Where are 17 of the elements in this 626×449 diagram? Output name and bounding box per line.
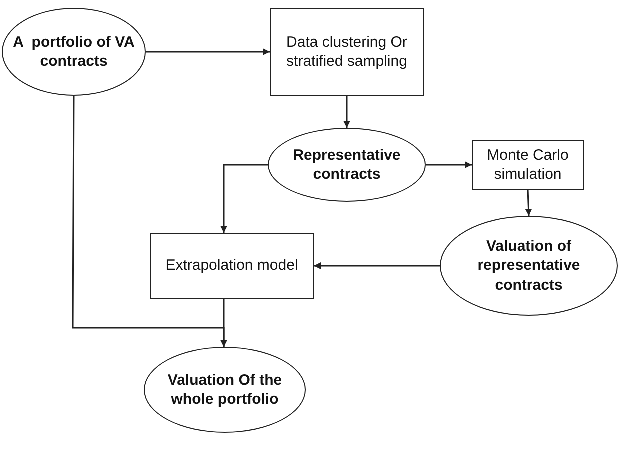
arrow <box>220 299 228 347</box>
node-label: Representative contracts <box>292 146 402 184</box>
arrow <box>525 190 532 216</box>
arrow <box>344 96 350 128</box>
arrow <box>314 262 440 270</box>
process-box <box>150 233 314 299</box>
node-label: Data clustering Or stratified sampling <box>286 32 408 72</box>
process-box <box>472 140 584 190</box>
node-label: Valuation of representative contracts <box>476 236 582 296</box>
process-box <box>270 8 424 96</box>
node-label: Valuation Of the whole portfolio <box>166 370 284 410</box>
node-label: A portfolio of VA contracts <box>12 32 136 72</box>
node-label: Monte Carlo simulation <box>486 146 570 184</box>
arrow <box>220 164 268 233</box>
node-label: Extrapolation model <box>164 256 300 276</box>
arrow <box>426 162 472 168</box>
arrow <box>146 48 270 56</box>
